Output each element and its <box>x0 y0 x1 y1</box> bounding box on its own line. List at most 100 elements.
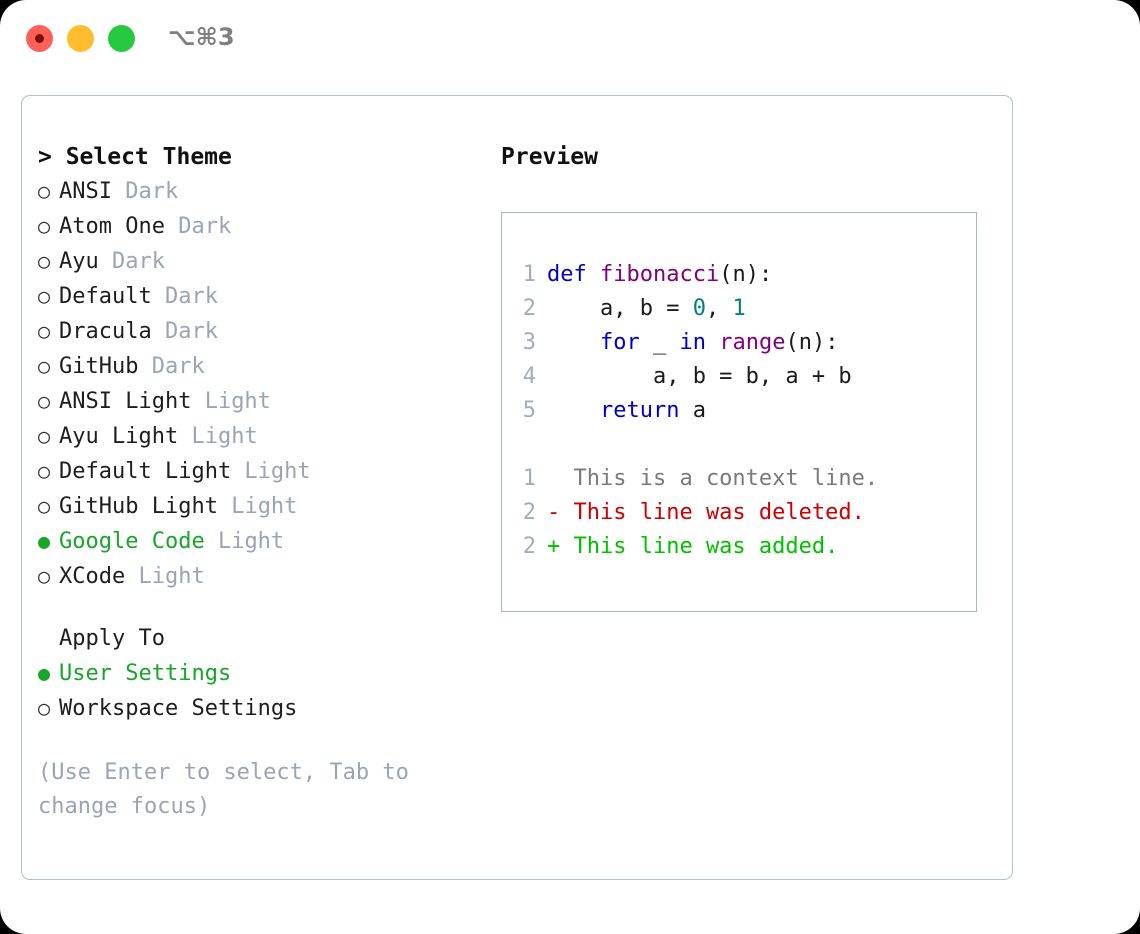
apply-to-option[interactable]: ○ Workspace Settings <box>38 691 468 726</box>
theme-option-name: Atom One <box>59 214 165 239</box>
theme-list: ○ANSI Dark○Atom One Dark○Ayu Dark○Defaul… <box>38 174 468 594</box>
traffic-lights <box>26 25 135 52</box>
line-number: 5 <box>522 398 536 423</box>
preview-title: Preview <box>501 144 598 170</box>
code-token: for <box>599 330 640 355</box>
theme-option[interactable]: ○ ANSI Dark <box>38 174 468 209</box>
radio-unselected-icon[interactable]: ○ <box>38 494 51 518</box>
code-token: a <box>679 398 706 423</box>
radio-unselected-icon[interactable]: ○ <box>38 389 51 413</box>
line-number: 2 <box>522 500 536 525</box>
theme-option-kind: Dark <box>98 249 165 274</box>
theme-option[interactable]: ○ Ayu Dark <box>38 244 468 279</box>
code-text: for _ in range(n): <box>547 326 838 360</box>
radio-unselected-icon[interactable]: ○ <box>38 249 51 273</box>
maximize-button[interactable] <box>108 25 135 52</box>
code-token <box>547 398 600 423</box>
radio-unselected-icon[interactable]: ○ <box>38 696 51 720</box>
code-token: range <box>719 330 786 355</box>
theme-option-name: GitHub <box>59 354 139 379</box>
apply-to-list: ● User Settings ○ Workspace Settings <box>38 656 468 726</box>
code-token: def <box>547 262 600 287</box>
theme-option[interactable]: ○XCode Light <box>38 559 468 594</box>
theme-option[interactable]: ●Google Code Light <box>38 524 468 559</box>
code-token: 0 <box>692 296 706 321</box>
theme-option-name: Ayu Light <box>59 424 179 449</box>
code-token: (n): <box>719 262 773 287</box>
code-token: a, b = b, a + b <box>547 364 852 389</box>
radio-unselected-icon[interactable]: ○ <box>38 284 51 308</box>
code-token: 1 <box>732 296 746 321</box>
theme-option[interactable]: ○ Atom One Dark <box>38 209 468 244</box>
theme-option-kind: Dark <box>151 319 218 344</box>
diff-block: 1 This is a context line. 2 - This line wa… <box>502 462 976 564</box>
theme-option-kind: Light <box>217 494 298 519</box>
theme-option[interactable]: ○GitHub Dark <box>38 349 468 384</box>
apply-to-option[interactable]: ● User Settings <box>38 656 468 691</box>
radio-selected-icon[interactable]: ● <box>38 529 51 553</box>
theme-option[interactable]: ○ GitHub Light Light <box>38 489 468 524</box>
code-token: in <box>679 330 706 355</box>
code-token: fibonacci <box>599 262 720 287</box>
theme-option[interactable]: ○Ayu Light Light <box>38 419 468 454</box>
code-token <box>547 330 600 355</box>
radio-unselected-icon[interactable]: ○ <box>38 424 51 448</box>
code-text: def fibonacci(n): <box>547 258 772 292</box>
code-text: a, b = b, a + b <box>547 360 852 394</box>
theme-option-name: XCode <box>59 564 126 589</box>
radio-selected-icon[interactable]: ● <box>38 661 51 685</box>
theme-option-name: GitHub Light <box>59 494 218 519</box>
title-bar: ⌥⌘3 <box>0 0 1140 78</box>
keyboard-hint: (Use Enter to select, Tab to change focu… <box>38 760 409 819</box>
close-button[interactable] <box>26 25 53 52</box>
code-token: _ <box>639 330 680 355</box>
line-number: 4 <box>522 364 536 389</box>
code-token: return <box>599 398 680 423</box>
theme-option-name: Google Code <box>59 529 205 554</box>
theme-option[interactable]: ○ ANSI Light Light <box>38 384 468 419</box>
radio-unselected-icon[interactable]: ○ <box>38 179 51 203</box>
apply-to-option-name: Workspace Settings <box>59 696 298 721</box>
apply-to-option-name: User Settings <box>59 661 232 686</box>
theme-option[interactable]: ○Dracula Dark <box>38 314 468 349</box>
diff-text: - This line was deleted. <box>547 500 865 525</box>
diff-text: This is a context line. <box>547 466 879 491</box>
code-token <box>706 330 719 355</box>
line-number: 2 <box>522 296 536 321</box>
code-line: 5 return a <box>502 394 976 428</box>
line-number: 1 <box>522 466 536 491</box>
theme-option-name: ANSI Light <box>59 389 192 414</box>
theme-option-kind: Dark <box>111 179 179 204</box>
keyboard-shortcut-label: ⌥⌘3 <box>168 23 235 51</box>
radio-unselected-icon[interactable]: ○ <box>38 214 51 238</box>
minimize-button[interactable] <box>67 25 94 52</box>
theme-option-name: ANSI <box>59 179 112 204</box>
code-line: 1 def fibonacci(n): <box>502 258 976 292</box>
theme-picker: > Select Theme ○ANSI Dark○Atom One Dark○… <box>38 140 468 824</box>
theme-option-kind: Dark <box>151 284 218 309</box>
code-token: , <box>705 296 733 321</box>
theme-option-kind: Dark <box>164 214 232 239</box>
theme-option-kind: Light <box>191 389 271 414</box>
theme-option[interactable]: ○ Default Light Light <box>38 454 468 489</box>
radio-unselected-icon[interactable]: ○ <box>38 354 51 378</box>
theme-option[interactable]: ○Default Dark <box>38 279 468 314</box>
diff-line: 2 - This line was deleted. <box>502 496 976 530</box>
line-number: 1 <box>522 262 536 287</box>
line-number: 2 <box>522 534 536 559</box>
radio-unselected-icon[interactable]: ○ <box>38 459 51 483</box>
code-text: return a <box>547 394 706 428</box>
theme-option-name: Default Light <box>59 459 232 484</box>
radio-unselected-icon[interactable]: ○ <box>38 319 51 343</box>
content-panel: > Select Theme ○ANSI Dark○Atom One Dark○… <box>21 95 1013 880</box>
theme-option-kind: Light <box>231 459 311 484</box>
select-theme-header: > Select Theme <box>38 144 232 170</box>
radio-unselected-icon[interactable]: ○ <box>38 564 51 588</box>
code-token: a, b = <box>547 296 693 321</box>
theme-option-name: Ayu <box>59 249 99 274</box>
diff-text: + This line was added. <box>547 534 839 559</box>
